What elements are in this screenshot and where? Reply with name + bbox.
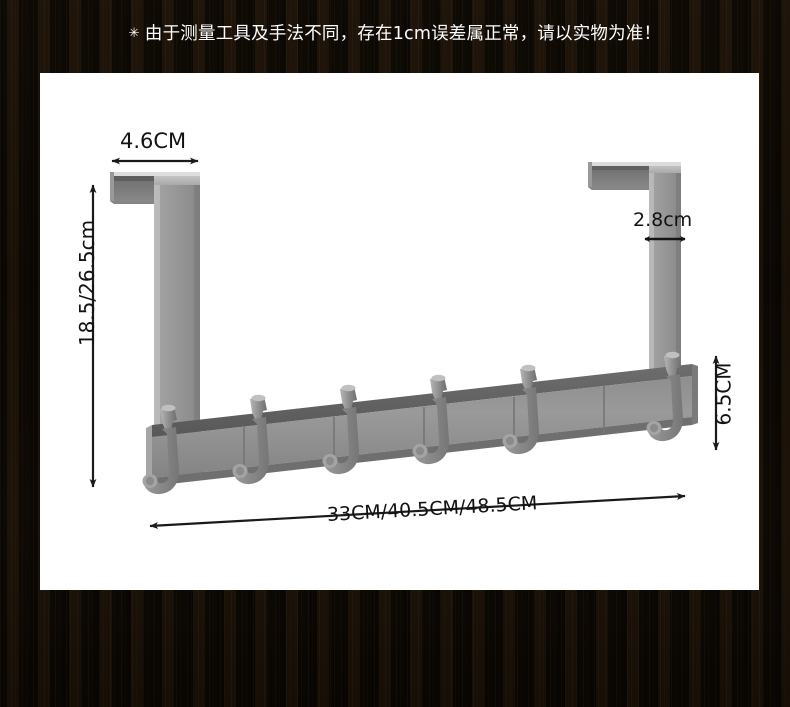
dimension-label-hook-height: 6.5CM [711, 362, 736, 426]
dimension-label-bracket-width: 4.6CM [120, 129, 187, 153]
hook [412, 374, 449, 465]
measurement-disclaimer: ✳ 由于测量工具及手法不同，存在1cm误差属正常，请以实物为准！ [0, 20, 790, 45]
dimension-label-bar-depth: 2.8cm [633, 209, 693, 231]
diagram-stage: 4.6CM 18.5/26.5cm 2.8cm 6.5CM 33CM/40.5C… [40, 73, 759, 590]
hook [142, 404, 179, 495]
right-vertical-bar [588, 162, 681, 395]
dimension-label-bar-height: 18.5/26.5cm [75, 219, 100, 347]
hook [502, 364, 539, 455]
product-diagram-panel: 4.6CM 18.5/26.5cm 2.8cm 6.5CM 33CM/40.5C… [40, 73, 759, 590]
disclaimer-text: 由于测量工具及手法不同，存在1cm误差属正常，请以实物为准！ [144, 24, 662, 44]
hook [232, 394, 269, 485]
asterisk-icon: ✳ [128, 26, 140, 41]
hook [646, 351, 683, 442]
hook-rack-illustration [89, 157, 720, 529]
hook-rail [146, 364, 698, 486]
hook [322, 384, 359, 475]
dimension-arrow-rail-length [149, 493, 686, 529]
